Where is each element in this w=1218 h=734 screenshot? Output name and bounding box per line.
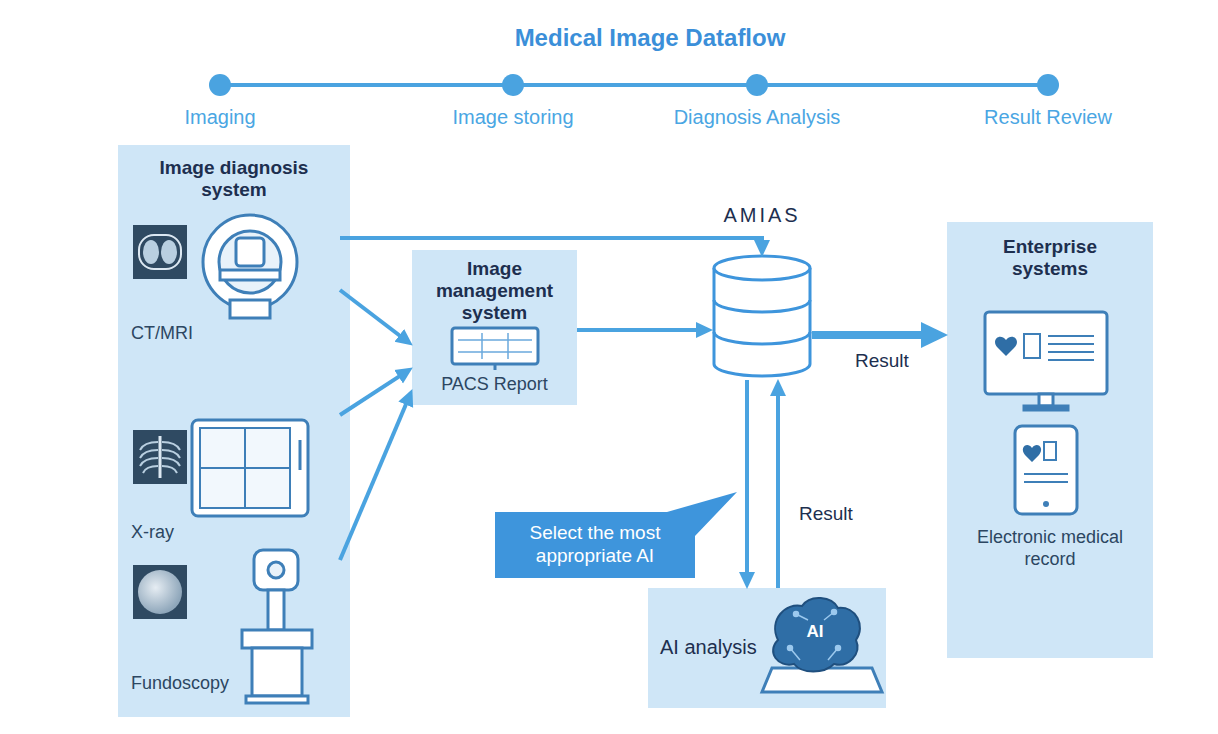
- system-panel-fill: [412, 250, 577, 405]
- system-panel: Image management systemPACS Report: [412, 250, 577, 405]
- stage-label: Result Review: [984, 106, 1112, 129]
- diagram-title: Medical Image Dataflow: [515, 24, 786, 52]
- flow-arrow: [340, 396, 409, 560]
- emr-monitor: [985, 312, 1107, 410]
- system-panel: AI analysis: [648, 588, 886, 708]
- flow-arrow: [577, 328, 705, 332]
- timeline: [209, 74, 1059, 96]
- xray-image-icon: [133, 430, 187, 484]
- node-heading: Image management system: [416, 258, 573, 324]
- node-heading: Image diagnosis system: [134, 157, 334, 201]
- modality-item: X-ray: [128, 410, 340, 550]
- emr-tablet: [1015, 426, 1077, 514]
- ai-brain-icon: [762, 598, 882, 692]
- node-heading: AMIAS: [682, 204, 842, 227]
- callout-box: Select the most appropriate AI: [495, 512, 695, 578]
- modality-item: CT/MRI: [128, 215, 340, 350]
- system-panel-fill: [118, 145, 350, 717]
- system-panel-fill: [947, 222, 1153, 658]
- callout-box-fill: [495, 492, 737, 578]
- modality-item: Fundoscopy: [128, 555, 340, 705]
- node-heading: CT/MRI: [131, 323, 261, 345]
- amias-database: [714, 256, 810, 376]
- node-heading: Enterprise systems: [965, 236, 1135, 280]
- stage-label: Image storing: [452, 106, 573, 129]
- flow-arrow: [812, 331, 935, 339]
- flow-arrow: [340, 290, 406, 341]
- flow-arrow: [340, 238, 762, 249]
- flow-arrow: [340, 372, 406, 415]
- database-node: AMIAS: [712, 256, 812, 380]
- node-heading: Fundoscopy: [131, 673, 261, 695]
- fundus-camera: [242, 550, 312, 703]
- system-panel-fill: [648, 588, 886, 708]
- stage-label: Diagnosis Analysis: [674, 106, 841, 129]
- system-panel: CT/MRI X-rayFundoscopy Image diagnosis sys…: [118, 145, 350, 717]
- ai-badge-text: AI: [807, 622, 824, 642]
- node-heading: AI analysis: [660, 636, 770, 659]
- node-heading: Select the most appropriate AI: [505, 522, 685, 568]
- edge-label: Result: [852, 350, 912, 372]
- node-text: PACS Report: [412, 374, 577, 396]
- ct-scanner: [203, 215, 297, 318]
- stage-label: Imaging: [184, 106, 255, 129]
- fundus-image-icon: [133, 565, 187, 619]
- flow-arrow: [745, 380, 749, 581]
- xray-panel-detector: [192, 420, 308, 516]
- edge-label: Result: [796, 503, 856, 525]
- ct-image-icon: [133, 225, 187, 279]
- pacs-monitor: [452, 328, 538, 370]
- node-heading: X-ray: [131, 522, 261, 544]
- flow-arrow: [776, 387, 780, 588]
- system-panel: Enterprise systemsElectronic medical rec…: [947, 222, 1153, 658]
- node-text: Electronic medical record: [960, 527, 1140, 570]
